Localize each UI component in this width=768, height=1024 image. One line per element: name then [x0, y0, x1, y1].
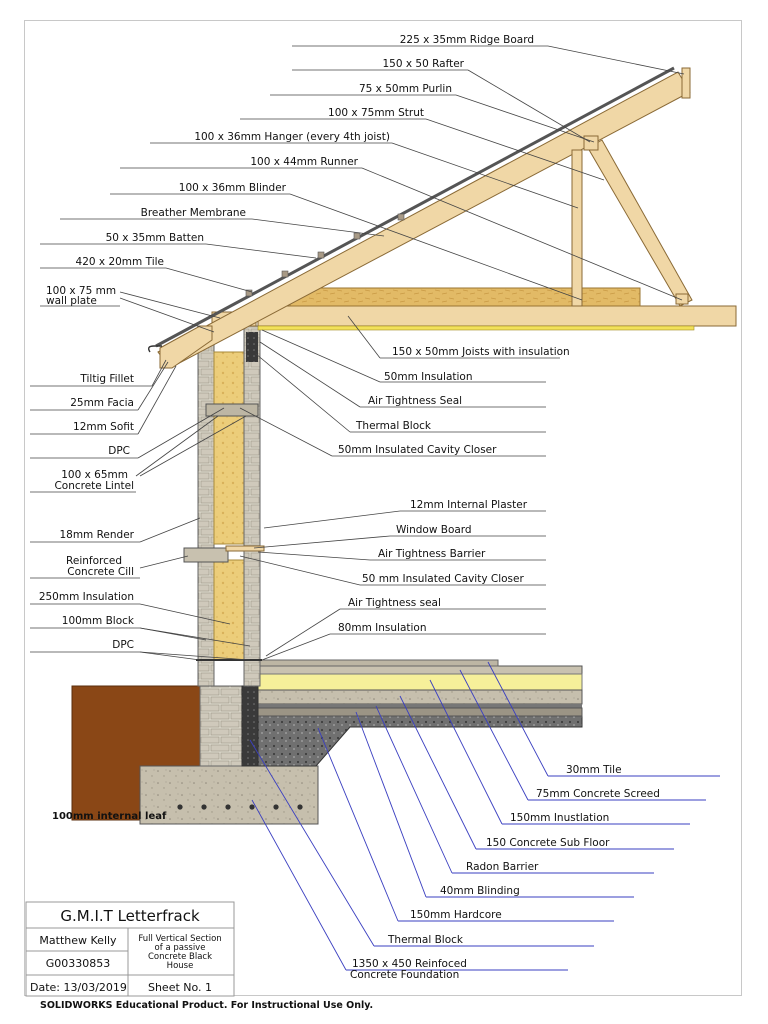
label-air-tightness-seal-lower: Air Tightness seal [348, 597, 441, 609]
radon-barrier [258, 704, 582, 708]
label-facia: 25mm Facia [70, 397, 134, 409]
title-block-date: Date: 13/03/2019 [30, 981, 127, 994]
title-block-title-1: Full Vertical Section [138, 934, 221, 944]
title-block-author: Matthew Kelly [39, 934, 117, 947]
label-cavity-closer-lower: 50 mm Insulated Cavity Closer [362, 573, 524, 585]
ceiling-joist [257, 305, 737, 327]
title-block-student-id: G00330853 [46, 957, 111, 970]
gutter [147, 345, 162, 353]
cavity-insulation-lower [213, 559, 245, 661]
leader-lines [30, 45, 685, 661]
window-board [225, 545, 265, 552]
label-cavity-closer-top: 50mm Insulated Cavity Closer [338, 444, 497, 456]
label-cill-1: Reinforced [66, 555, 122, 567]
concrete-screed [257, 665, 583, 675]
label-purlin: 75 x 50mm Purlin [359, 83, 452, 95]
title-block-school: G.M.I.T Letterfrack [60, 907, 200, 925]
label-tilting-fillet: Tiltig Fillet [79, 373, 134, 385]
drawing-frame [24, 20, 742, 996]
outer-leaf [197, 325, 215, 687]
concrete-foundation [139, 765, 319, 825]
label-blinder: 100 x 36mm Blinder [179, 182, 287, 194]
label-80-insulation: 80mm Insulation [338, 622, 427, 634]
label-radon-barrier: Radon Barrier [466, 861, 539, 873]
label-dpc-upper: DPC [108, 445, 130, 457]
label-rafter: 150 x 50 Rafter [382, 58, 464, 70]
label-50-insulation: 50mm Insulation [384, 371, 473, 383]
label-wall-plate-2: wall plate [46, 295, 97, 307]
bottom-leader-lines [249, 661, 720, 971]
label-group-top: 225 x 35mm Ridge Board 150 x 50 Rafter 7… [46, 34, 534, 307]
label-sub-floor: 150 Concrete Sub Floor [486, 837, 610, 849]
label-dpc-lower: DPC [112, 639, 134, 651]
label-window-board: Window Board [396, 524, 472, 536]
label-foundation-1: 1350 x 450 Reinfoced [352, 958, 467, 970]
label-30-tile: 30mm Tile [566, 764, 622, 776]
label-wall-plate-1: 100 x 75 mm [46, 285, 116, 297]
title-block-title-4: House [167, 961, 194, 971]
label-group-bottom: 30mm Tile 75mm Concrete Screed 150mm Inu… [52, 764, 660, 981]
thermal-block [241, 685, 259, 767]
thermal-block-top [246, 332, 258, 362]
purlin [583, 135, 599, 151]
rebar-dots [177, 804, 303, 810]
concrete-sub-floor [257, 689, 583, 705]
tile-line [155, 66, 675, 348]
label-tile: 420 x 20mm Tile [76, 256, 164, 268]
label-strut: 100 x 75mm Strut [328, 107, 424, 119]
label-100-block: 100mm Block [62, 615, 135, 627]
loft-board [289, 287, 641, 307]
label-hanger: 100 x 36mm Hanger (every 4th joist) [194, 131, 390, 143]
label-internal-leaf: 100mm internal leaf [52, 811, 167, 822]
label-foundation-2: Concrete Foundation [350, 969, 459, 981]
floor-tile [257, 659, 499, 667]
floor-insulation [257, 673, 583, 691]
cavity-insulation-upper [213, 351, 245, 545]
label-concrete-screed: 75mm Concrete Screed [536, 788, 660, 800]
label-thermal-block-top: Thermal Block [355, 420, 432, 432]
footer-notice: SOLIDWORKS Educational Product. For Inst… [40, 1000, 374, 1011]
battens [245, 213, 405, 297]
runner [675, 293, 689, 305]
label-150-insulation: 150mm Inustlation [510, 812, 609, 824]
label-blinding: 40mm Blinding [440, 885, 520, 897]
label-runner: 100 x 44mm Runner [250, 156, 358, 168]
ceiling-insulation [257, 325, 695, 331]
label-internal-plaster: 12mm Internal Plaster [410, 499, 528, 511]
label-joists: 150 x 50mm Joists with insulation [392, 346, 570, 358]
facia-soffit [159, 325, 213, 369]
label-cill-2: Concrete Cill [67, 566, 134, 578]
label-render: 18mm Render [59, 529, 134, 541]
concrete-cill [183, 547, 229, 563]
title-block: G.M.I.T Letterfrack Matthew Kelly G00330… [25, 901, 235, 997]
label-250-insulation: 250mm Insulation [39, 591, 134, 603]
label-air-tightness-seal: Air Tightness Seal [368, 395, 462, 407]
label-thermal-block-bottom: Thermal Block [387, 934, 464, 946]
title-block-title-3: Concrete Black [148, 952, 212, 962]
ridge-board [681, 67, 691, 99]
hardcore [257, 715, 583, 767]
title-block-title-2: of a passive [155, 943, 206, 953]
title-block-sheet: Sheet No. 1 [148, 981, 212, 994]
inner-leaf [243, 325, 261, 687]
label-lintel-1: 100 x 65mm [61, 469, 128, 481]
label-lintel-2: Concrete Lintel [54, 480, 134, 492]
blinding [257, 707, 583, 717]
hanger [571, 149, 583, 307]
label-batten: 50 x 35mm Batten [106, 232, 204, 244]
label-ridge-board: 225 x 35mm Ridge Board [400, 34, 534, 46]
label-group-left: Tiltig Fillet 25mm Facia 12mm Sofit DPC … [39, 373, 135, 651]
label-air-tightness-barrier: Air Tightness Barrier [378, 548, 486, 560]
label-breather-membrane: Breather Membrane [141, 207, 246, 219]
label-group-right: 150 x 50mm Joists with insulation 50mm I… [338, 346, 570, 634]
label-sofit: 12mm Sofit [73, 421, 134, 433]
strut [587, 139, 693, 307]
label-hardcore: 150mm Hardcore [410, 909, 502, 921]
concrete-lintel [205, 403, 259, 417]
